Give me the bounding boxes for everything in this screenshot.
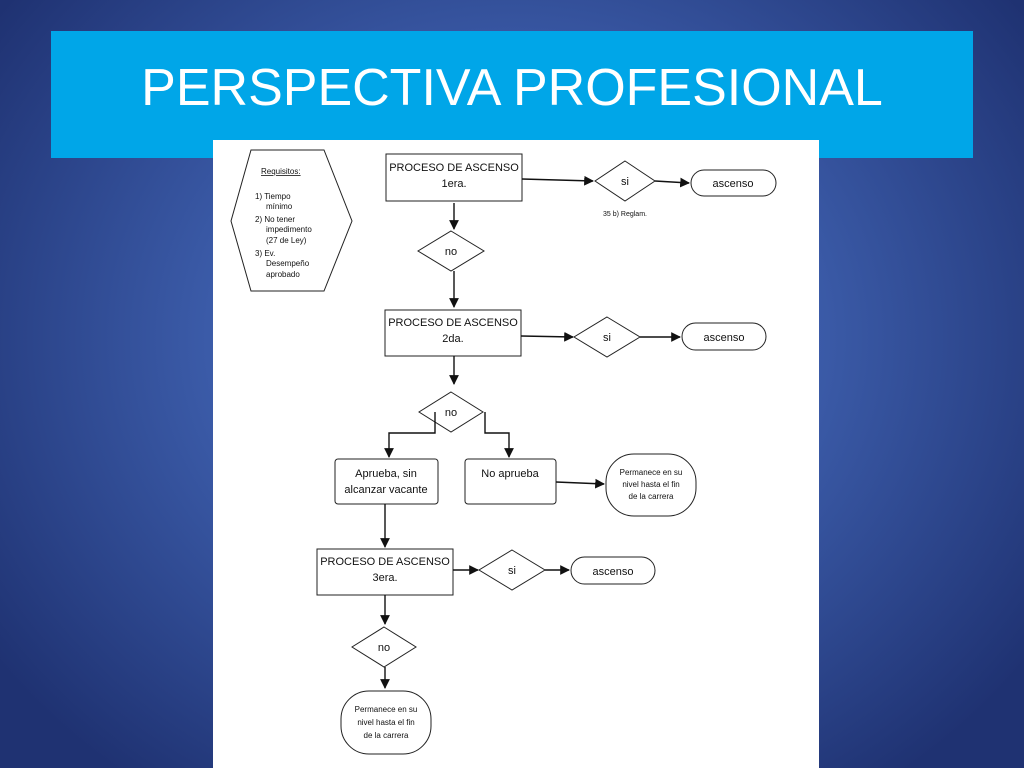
remains-terminal-1: Permanece en su nivel hasta el fin de la…	[605, 453, 697, 517]
requirements-heading: Requisitos:	[261, 167, 301, 176]
decision-no-2: no	[418, 391, 484, 433]
approves-line2: alcanzar vacante	[344, 484, 427, 496]
promotion-terminal-1: ascenso	[690, 169, 777, 197]
decision-yes-3: si	[478, 549, 546, 591]
decision-yes-2: si	[573, 316, 641, 358]
decision-yes-label: si	[508, 565, 516, 577]
title-band	[51, 31, 973, 158]
promotion-label: ascenso	[713, 178, 754, 190]
requirement-line: Desempeño	[266, 259, 310, 268]
not-approved-label: No aprueba	[481, 468, 539, 480]
remains-line2: nivel hasta el fin	[622, 480, 679, 489]
approves-line1: Aprueba, sin	[355, 468, 417, 480]
remains-line2: nivel hasta el fin	[357, 718, 414, 727]
requirements-hexagon: Requisitos: 1) Tiempo mínimo 2) No tener…	[230, 149, 353, 292]
remains-line3: de la carrera	[629, 492, 674, 501]
remains-terminal-2: Permanece en su nivel hasta el fin de la…	[340, 690, 432, 755]
remains-line1: Permanece en su	[620, 468, 683, 477]
requirement-line: 3) Ev.	[255, 249, 275, 258]
decision-no-1: no	[417, 230, 485, 272]
requirement-line: mínimo	[266, 202, 293, 211]
process-2-line2: 2da.	[442, 333, 463, 345]
process-1-line1: PROCESO DE ASCENSO	[389, 162, 519, 174]
decision-yes-label: si	[621, 176, 629, 188]
process-1-line2: 1era.	[441, 178, 466, 190]
requirement-line: (27 de Ley)	[266, 236, 307, 245]
slide-title: PERSPECTIVA PROFESIONAL	[141, 59, 883, 117]
process-3-line1: PROCESO DE ASCENSO	[320, 556, 450, 568]
decision-no-3: no	[351, 626, 417, 668]
decision-no-label: no	[445, 246, 457, 258]
requirement-line: 1) Tiempo	[255, 192, 291, 201]
promotion-label: ascenso	[704, 332, 745, 344]
regulation-note: 35 b) Reglam.	[603, 211, 647, 218]
decision-no-label: no	[445, 407, 457, 419]
flowchart: Requisitos: 1) Tiempo mínimo 2) No tener…	[230, 149, 777, 755]
decision-yes-label: si	[603, 332, 611, 344]
requirement-line: aprobado	[266, 270, 300, 279]
decision-yes-1: si	[594, 160, 656, 202]
process-box-2: PROCESO DE ASCENSO 2da.	[384, 309, 522, 357]
remains-line1: Permanece en su	[355, 705, 418, 714]
process-3-line2: 3era.	[372, 572, 397, 584]
promotion-terminal-3: ascenso	[570, 556, 656, 585]
remains-line3: de la carrera	[364, 731, 409, 740]
flowchart-sheet: Requisitos: 1) Tiempo mínimo 2) No tener…	[213, 140, 819, 768]
promotion-label: ascenso	[593, 566, 634, 578]
requirement-line: impedimento	[266, 225, 312, 234]
promotion-terminal-2: ascenso	[681, 322, 767, 351]
process-box-1: PROCESO DE ASCENSO 1era.	[385, 153, 523, 202]
decision-no-label: no	[378, 642, 390, 654]
process-2-line1: PROCESO DE ASCENSO	[388, 317, 518, 329]
process-box-3: PROCESO DE ASCENSO 3era.	[316, 548, 454, 596]
not-approved-box: No aprueba	[464, 458, 557, 505]
approves-no-vacancy-box: Aprueba, sin alcanzar vacante	[334, 458, 439, 505]
requirement-line: 2) No tener	[255, 215, 295, 224]
